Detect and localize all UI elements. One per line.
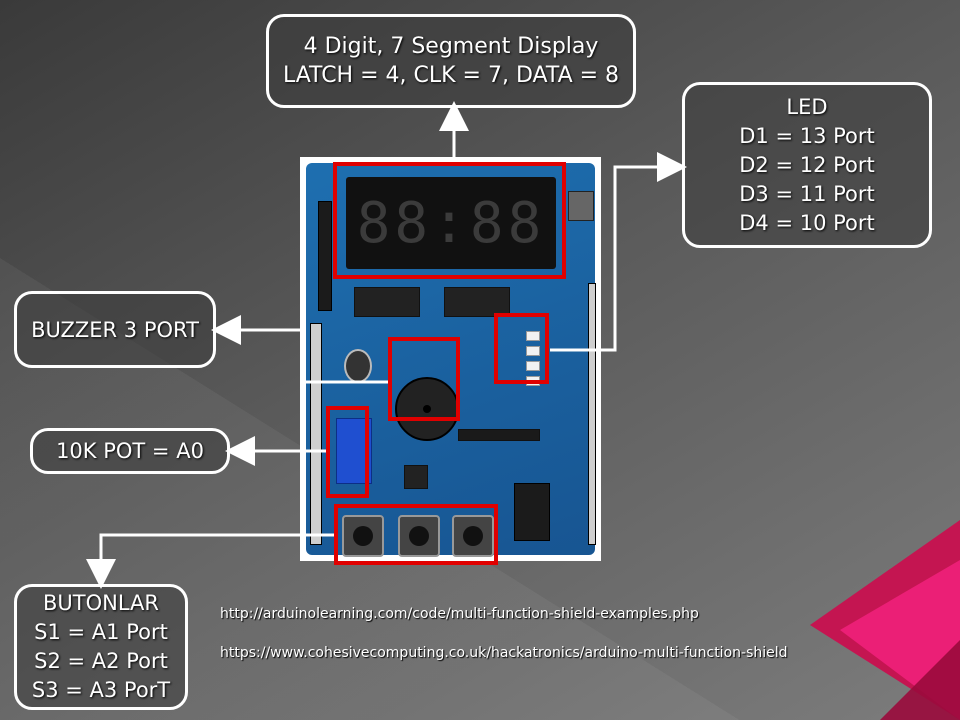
led-arrow <box>550 167 672 350</box>
buzzer-arrow <box>226 330 388 382</box>
decorative-triangles <box>810 520 960 720</box>
reference-link-1[interactable]: http://arduinolearning.com/code/multi-fu… <box>220 606 699 622</box>
reference-link-2[interactable]: https://www.cohesivecomputing.co.uk/hack… <box>220 645 788 661</box>
buttons-arrow <box>101 535 334 574</box>
